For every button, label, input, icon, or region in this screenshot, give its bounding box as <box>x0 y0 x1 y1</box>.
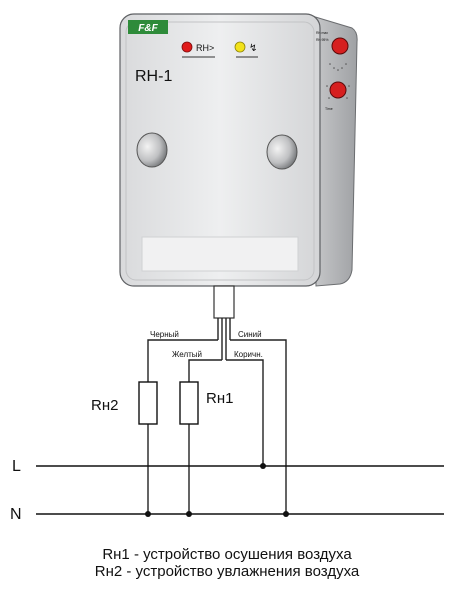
wire-black <box>147 339 218 382</box>
load-rh1-label: Rн1 <box>206 390 233 407</box>
indicator-yellow-label: ↯ <box>249 43 257 54</box>
load-rh2-resistor <box>138 381 158 425</box>
wire-blue <box>230 339 287 514</box>
junction-n-rh1 <box>186 511 192 517</box>
wire-yellow <box>188 359 222 382</box>
indicator-red-led <box>181 41 193 53</box>
side-mark-3: Time <box>325 107 333 111</box>
side-knob-bottom <box>329 81 347 99</box>
junction-l-brown <box>260 463 266 469</box>
brand-logo: F&F <box>138 23 158 34</box>
mounting-hole-right <box>266 134 298 170</box>
wire-brown <box>226 359 264 466</box>
device-side-face <box>311 15 358 287</box>
device-bevel <box>125 21 315 281</box>
legend-rh2: Rн2 - устройство увлажнения воздуха <box>94 563 360 580</box>
wire-label-brown: Коричн. <box>234 350 263 359</box>
side-scale-dots <box>326 63 350 99</box>
indicator-yellow-led <box>234 41 246 53</box>
wire-label-yellow: Желтый <box>172 350 202 359</box>
mounting-hole-left <box>136 132 168 168</box>
junction-n-rh2 <box>145 511 151 517</box>
side-mark-2: Rh 95% <box>316 38 328 42</box>
wire-label-black: Черный <box>150 330 179 339</box>
side-knob-top <box>331 37 349 55</box>
cable-gland <box>213 285 235 319</box>
relay-device: F&F RH> ↯ RH-1 Rh max Rh 95% Time <box>119 13 358 319</box>
side-mark-1: Rh max <box>316 31 328 35</box>
wire-label-blue: Синий <box>238 330 262 339</box>
load-rh2-label: Rн2 <box>91 397 118 414</box>
legend-rh1: Rн1 - устройство осушения воздуха <box>102 546 352 563</box>
brand-badge <box>128 20 168 34</box>
model-label: RH-1 <box>135 68 172 85</box>
line-l-label: L <box>12 458 21 475</box>
line-n-label: N <box>10 506 22 523</box>
junction-n-blue <box>283 511 289 517</box>
wires <box>147 318 287 514</box>
load-rh1-resistor <box>179 381 199 425</box>
indicator-red-label: RH> <box>196 43 214 53</box>
label-window <box>141 236 299 272</box>
